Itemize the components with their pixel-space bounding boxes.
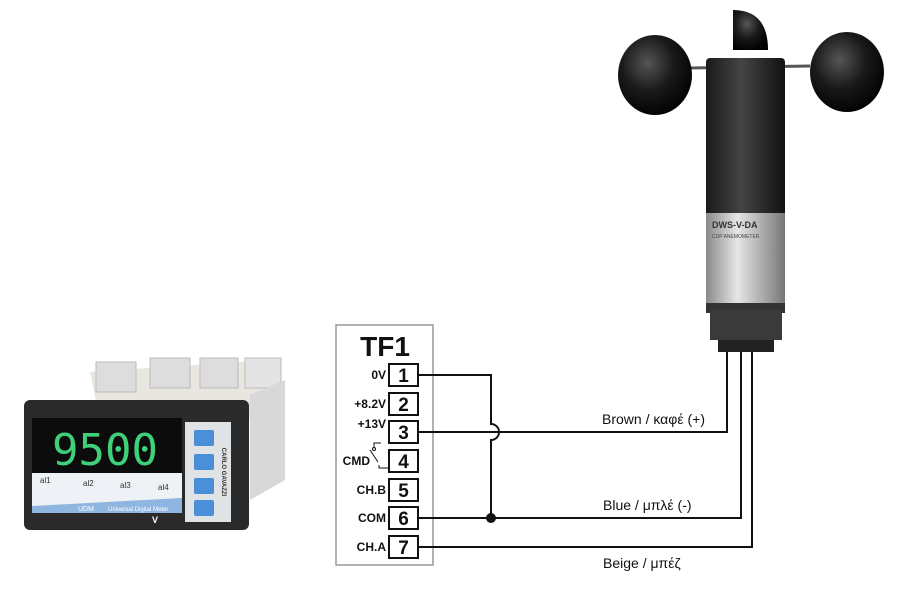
- enter-button[interactable]: [194, 430, 214, 446]
- alarm-label: al3: [120, 481, 131, 490]
- terminal-2: 2 +8.2V: [354, 392, 419, 416]
- terminal-7: 7 CH.A: [357, 535, 419, 559]
- up-button[interactable]: [194, 454, 214, 470]
- wire-label-blue: Blue / μπλέ (-): [603, 497, 692, 513]
- junction-dot: [486, 513, 496, 523]
- anemometer-type: CUP ANEMOMETER: [712, 234, 760, 240]
- terminal-number: 1: [398, 366, 409, 387]
- terminal-number: 6: [398, 509, 409, 530]
- terminal-label: 0V: [371, 368, 386, 382]
- terminal-4: 4 CMD: [343, 449, 419, 473]
- terminal-5: 5 CH.B: [357, 478, 419, 502]
- wire-label-beige: Beige / μπέζ: [603, 555, 681, 571]
- terminal-3: 3 +13V: [358, 417, 419, 444]
- meter-subtitle: Universal Digital Meter: [108, 507, 168, 513]
- alarm-label: al1: [40, 476, 51, 485]
- meter-unit: V: [152, 515, 158, 525]
- alarm-label: al4: [158, 483, 169, 492]
- terminal-label: +8.2V: [354, 397, 386, 411]
- terminal-box: [388, 392, 419, 416]
- terminal-label: COM: [358, 511, 386, 525]
- terminal-number: 5: [398, 481, 409, 502]
- anemometer-model: DWS-V-DA: [712, 220, 758, 230]
- wiring: [418, 352, 753, 548]
- meter-brand: UDM: [78, 506, 94, 513]
- terminal-number: 2: [398, 395, 409, 416]
- down-button[interactable]: [194, 478, 214, 494]
- terminal-box: [388, 449, 419, 473]
- meter-display: 9500: [52, 425, 158, 476]
- terminal-box: [388, 478, 419, 502]
- alarm-label: al2: [83, 479, 94, 488]
- terminal-label: CH.B: [357, 483, 387, 497]
- terminal-number: 4: [398, 452, 409, 473]
- cup-anemometer: DWS-V-DA CUP ANEMOMETER: [618, 10, 884, 352]
- terminal-block-title: TF1: [360, 331, 410, 362]
- terminal-number: 7: [398, 538, 409, 559]
- terminal-number: 3: [398, 423, 409, 444]
- terminal-label: CH.A: [357, 540, 387, 554]
- terminal-block-tf1: TF1 1 0V 2 +8.2V 3 +13V 4 CMD 5 CH.B 6 COM 7 CH.A: [335, 324, 434, 566]
- wire-label-brown: Brown / καφέ (+): [602, 411, 705, 427]
- digital-panel-meter: 9500 al1 al2 al3 al4 UDM Universal Digit…: [24, 357, 285, 530]
- terminal-label: CMD: [343, 454, 371, 468]
- exit-button[interactable]: [194, 500, 214, 516]
- meter-side-brand: CARLO GAVAZZI: [220, 448, 226, 497]
- terminal-label: +13V: [358, 417, 386, 431]
